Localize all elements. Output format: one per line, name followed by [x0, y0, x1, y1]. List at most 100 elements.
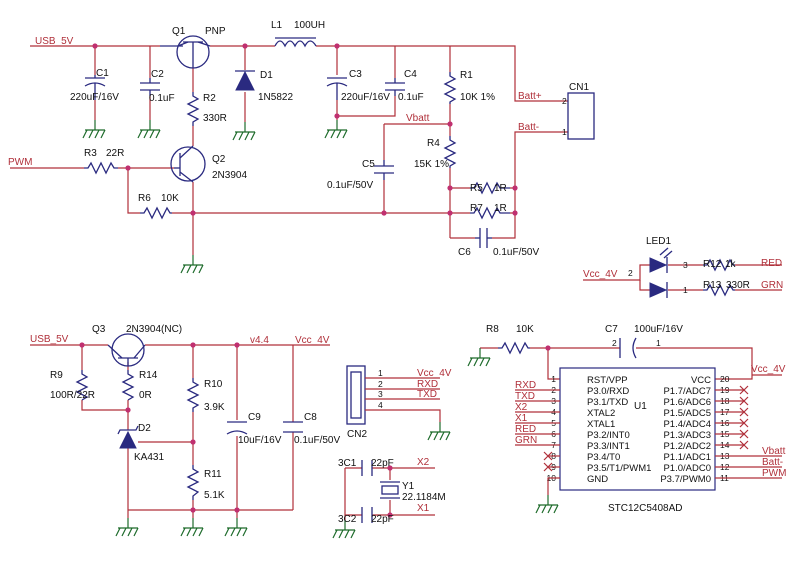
r9-value: 100R/22R — [50, 390, 95, 401]
u1-chip-body — [559, 367, 716, 491]
r8-resistor — [498, 341, 530, 355]
led-wires — [583, 264, 782, 291]
r14-ref: R14 — [139, 370, 158, 381]
led1-dual-led — [649, 247, 673, 298]
u1-right-pin-name: P1.7/ADC7 — [663, 386, 711, 397]
c4-ref: C4 — [404, 69, 417, 80]
c6-value: 0.1uF/50V — [493, 247, 539, 258]
r7-resistor — [470, 206, 510, 220]
cn1-ref: CN1 — [569, 82, 589, 93]
net-vcc4v: Vcc_4V — [295, 335, 330, 346]
c4-value: 0.1uF — [398, 92, 424, 103]
c5-value: 0.1uF/50V — [327, 180, 373, 191]
ground-r11-icon — [180, 517, 204, 537]
net-cn2-vcc: Vcc_4V — [417, 368, 452, 379]
u1-right-pins: 20VCC19P1.7/ADC718P1.6/ADC617P1.5/ADC516… — [660, 374, 729, 485]
cn1-pin1: 1 — [562, 127, 567, 137]
c8-capacitor — [283, 421, 303, 433]
c2-value: 0.1uF — [149, 93, 175, 104]
u1-left-pin-name: P3.2/INT0 — [587, 430, 630, 441]
ground-cn2-icon — [427, 421, 451, 441]
c5-ref: C5 — [362, 159, 375, 170]
c7-pin1: 1 — [656, 338, 661, 348]
r8-junction — [545, 345, 551, 351]
r1-resistor — [443, 72, 457, 104]
u1-left-pin-name: P3.1/TXD — [587, 397, 628, 408]
r5-resistor — [470, 181, 510, 195]
u1-right-pin-name: P3.7/PWM0 — [660, 474, 711, 485]
net-batt-plus: Batt+ — [518, 91, 542, 102]
r4-ref: R4 — [427, 138, 440, 149]
net-cn2-rxd: RXD — [417, 379, 438, 390]
r1-ref: R1 — [460, 70, 473, 81]
r2-resistor — [186, 92, 200, 126]
xc2-ref: 3C2 — [338, 514, 357, 525]
r12-ref: R12 — [703, 259, 722, 270]
net-vbatt: Vbatt — [406, 113, 430, 124]
u1-left-pin-number: 1 — [551, 374, 556, 384]
u1-left-pin-name: XTAL2 — [587, 408, 615, 419]
r7-ref: R7 — [470, 203, 483, 214]
net-v44: v4.4 — [250, 335, 269, 346]
ground-u1-icon — [535, 494, 559, 514]
r10-resistor — [186, 378, 200, 412]
q3-ref: Q3 — [92, 324, 106, 335]
r11-ref: R11 — [204, 469, 222, 480]
cn1-connector — [567, 92, 595, 140]
u1-right-pin-name: P1.3/ADC3 — [663, 430, 711, 441]
r14-resistor — [121, 370, 135, 401]
u1-left-pin-name: P3.5/T1/PWM1 — [587, 463, 651, 474]
r2-value: 330R — [203, 113, 227, 124]
mcu-wires — [480, 347, 782, 380]
crystal-junctions — [387, 465, 393, 518]
u1-left-pin-name: XTAL1 — [587, 419, 615, 430]
r1-value: 10K 1% — [460, 92, 495, 103]
led1-pin1: 1 — [683, 285, 688, 295]
net-x1: X1 — [417, 503, 430, 514]
net-u1-battm: Batt- — [762, 457, 783, 468]
c1-capacitor — [84, 75, 106, 100]
d2-ref: D2 — [138, 423, 151, 434]
ground-c1-icon — [82, 119, 106, 139]
u1-right-pin-name: VCC — [691, 375, 711, 386]
r13-resistor — [703, 283, 735, 297]
net-u1-vcc: Vcc_4V — [751, 364, 786, 375]
top-wires — [10, 45, 568, 255]
u1-part: STC12C5408AD — [608, 503, 682, 514]
c6-ref: C6 — [458, 247, 471, 258]
y1-crystal — [380, 481, 400, 499]
l1-inductor — [274, 37, 317, 48]
c4-capacitor — [385, 78, 405, 96]
ground-d1-icon — [232, 121, 256, 141]
xc1-value: 22pF — [371, 458, 394, 469]
r3-ref: R3 — [84, 148, 97, 159]
r12-value: 1k — [725, 259, 737, 270]
net-x2: X2 — [417, 457, 430, 468]
net-u1-red: RED — [515, 424, 536, 435]
net-u1-x1: X1 — [515, 413, 528, 424]
r12-resistor — [703, 258, 735, 272]
c5-capacitor — [374, 160, 394, 180]
u1-right-nets — [715, 385, 782, 479]
q2-transistor — [170, 145, 206, 183]
cn2-pin4: 4 — [378, 400, 383, 410]
net-pwm-in: PWM — [8, 157, 32, 168]
u1-right-pin-name: P1.4/ADC4 — [663, 419, 711, 430]
r2-ref: R2 — [203, 93, 216, 104]
r4-resistor — [443, 136, 457, 168]
y1-value: 22.1184M — [402, 492, 446, 503]
c2-capacitor — [140, 78, 160, 96]
net-u1-txd: TXD — [515, 391, 535, 402]
c7-value: 100uF/16V — [634, 324, 683, 335]
led1-pin2: 2 — [628, 268, 633, 278]
c3-ref: C3 — [349, 69, 362, 80]
q2-ref: Q2 — [212, 154, 226, 165]
q1-ref: Q1 — [172, 26, 186, 37]
q3-value: 2N3904(NC) — [126, 324, 182, 335]
xc2-value: 22pF — [371, 514, 394, 525]
xc1-capacitor — [361, 460, 373, 476]
y1-ref: Y1 — [402, 481, 415, 492]
r6-ref: R6 — [138, 193, 151, 204]
